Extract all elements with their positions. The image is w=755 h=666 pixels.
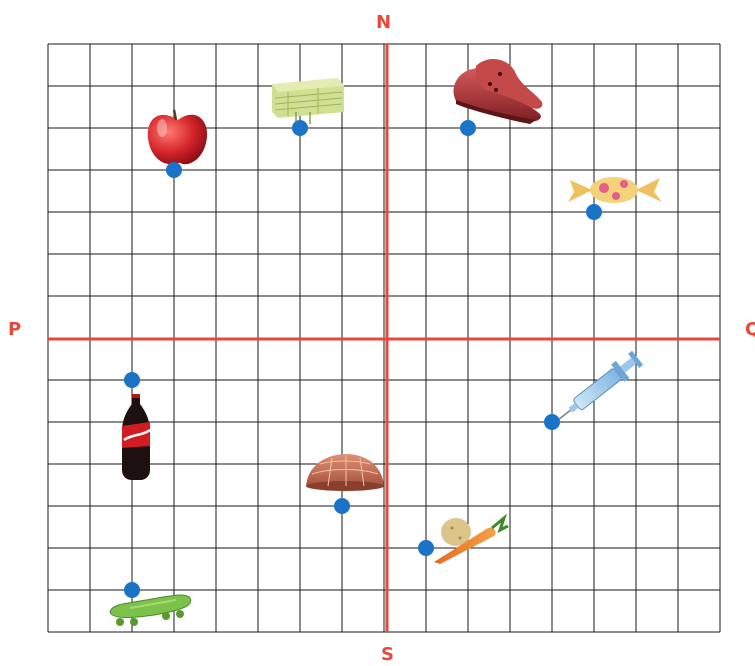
skateboard-marker[interactable] (124, 582, 140, 598)
shoes-marker[interactable] (460, 120, 476, 136)
location-markers (124, 120, 602, 598)
syringe-icon (551, 349, 644, 429)
candy-marker[interactable] (586, 204, 602, 220)
vegetables-marker[interactable] (418, 540, 434, 556)
soda-bottle-icon (122, 394, 150, 480)
apple-marker[interactable] (166, 162, 182, 178)
apple-icon (148, 110, 207, 164)
hay-bale-marker[interactable] (292, 120, 308, 136)
candy-icon (568, 177, 662, 203)
dome-icon (306, 454, 384, 491)
skateboard-icon (110, 595, 191, 626)
dome-marker[interactable] (334, 498, 350, 514)
hay-bale-icon (272, 78, 344, 126)
syringe-marker[interactable] (544, 414, 560, 430)
shoes-icon (454, 59, 543, 124)
soda-bottle-marker[interactable] (124, 372, 140, 388)
vegetables-icon (434, 518, 508, 564)
